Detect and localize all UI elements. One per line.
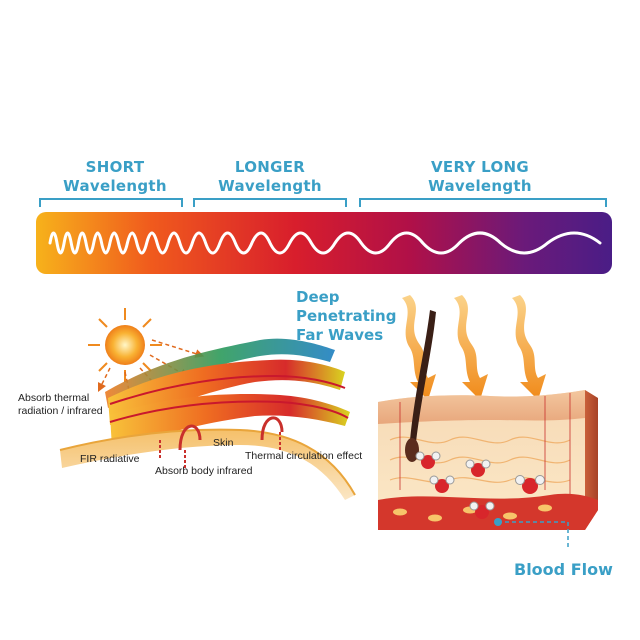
absorption-diagram: [59, 308, 356, 500]
band-short-line2: Wavelength: [63, 177, 167, 195]
label-skin: Skin: [213, 437, 234, 449]
deep-penetrating-title: Deep Penetrating Far Waves: [296, 288, 396, 345]
skin-layer: [60, 429, 355, 500]
skin-cross-section: [378, 295, 598, 550]
title-line-1: Deep: [296, 288, 340, 306]
bracket-very-long: [359, 198, 607, 207]
label-absorb-body: Absorb body infrared: [155, 465, 253, 477]
hair-follicle: [410, 310, 436, 442]
water-molecules: [415, 451, 545, 519]
band-longer-line2: Wavelength: [218, 177, 322, 195]
bracket-longer: [193, 198, 347, 207]
label-thermal-circulation: Thermal circulation effect: [245, 450, 363, 462]
blood-flow-label: Blood Flow: [514, 560, 613, 579]
sun-icon: [88, 308, 162, 382]
band-very-long-line2: Wavelength: [428, 177, 532, 195]
spectrum-gradient: [36, 212, 612, 274]
bracket-short: [39, 198, 183, 207]
label-absorb-thermal: Absorb thermal radiation / infrared: [18, 392, 103, 417]
radiation-band-top: [105, 338, 335, 408]
far-wave-arrows: [402, 295, 546, 400]
title-line-2: Penetrating: [296, 307, 397, 325]
spectrum-bar: [36, 212, 612, 274]
wave-line: [48, 231, 602, 255]
title-line-3: Far Waves: [296, 326, 384, 344]
label-fir-radiative: FIR radiative: [80, 453, 140, 465]
band-label-very-long: VERY LONG Wavelength: [410, 158, 550, 196]
band-longer-line1: LONGER: [234, 158, 306, 176]
band-short-line1: SHORT: [85, 158, 145, 176]
band-label-longer: LONGER Wavelength: [200, 158, 340, 196]
skin-side: [585, 390, 598, 530]
band-label-short: SHORT Wavelength: [45, 158, 185, 196]
band-very-long-line1: VERY LONG: [430, 158, 529, 176]
